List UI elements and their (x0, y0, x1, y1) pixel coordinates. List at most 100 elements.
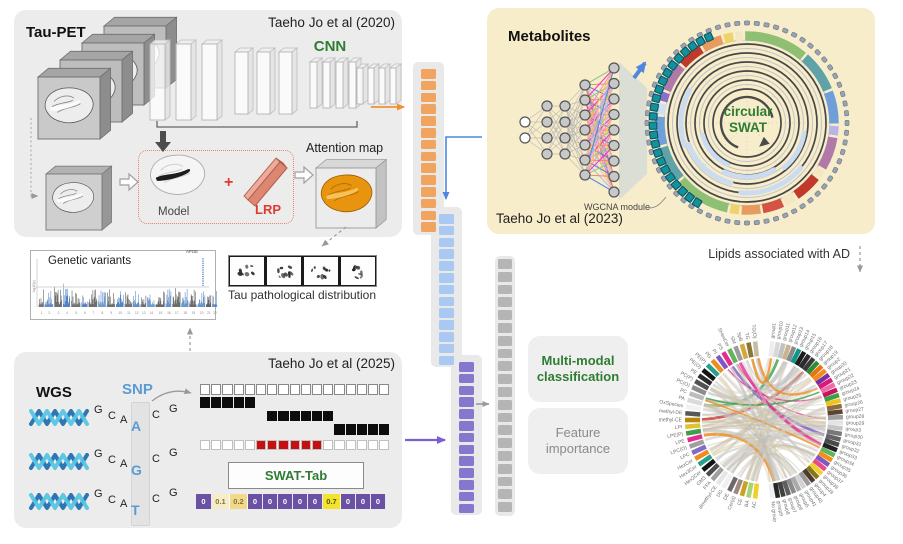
wgs-title: WGS (36, 384, 72, 401)
svg-text:9: 9 (110, 311, 112, 315)
chord-segment-label: PA (678, 395, 686, 403)
svg-text:12: 12 (135, 311, 139, 315)
dna-helix-icon (29, 493, 89, 510)
svg-text:7: 7 (92, 311, 94, 315)
chord-segment-label: LPE(P) (667, 431, 684, 440)
purple-vector-cell (458, 397, 474, 407)
svg-text:14: 14 (150, 311, 154, 315)
chord-segment-label: OxSpecies (659, 399, 684, 409)
matrix-cell (345, 384, 356, 395)
lrp-bar-icon (243, 157, 288, 207)
orange-vector-cell (420, 187, 436, 197)
lrp-label: LRP (255, 202, 281, 217)
chord-segment-label: PG (703, 351, 712, 360)
orange-vector-cell (420, 92, 436, 103)
chord-segment-label: BA (744, 499, 751, 507)
orange-vector-cell (420, 151, 436, 162)
value-cell: 0.7 (323, 494, 341, 509)
chord-segment-label: DE (722, 492, 731, 501)
chord-segment-label: methyl-DE (659, 408, 683, 416)
matrix-cell (379, 439, 390, 450)
chord-segment-label: PI (710, 348, 718, 355)
orange-vector-cell (420, 198, 436, 209)
base-letter: G (94, 488, 103, 500)
gray-vector-cell (498, 361, 512, 372)
metabolites-to-vector-arrow (442, 136, 482, 200)
value-cell: 0.1 (212, 494, 230, 509)
blue-vector-cell (438, 355, 454, 366)
chord-segment-label: TG (743, 332, 750, 340)
matrix-cell (244, 384, 255, 395)
matrix-cell (200, 439, 211, 450)
wgs-citation: Taeho Jo et al (2025) (268, 356, 395, 371)
feature-importance-box: Feature importance (528, 408, 628, 474)
orange-vector-cell (420, 116, 436, 126)
chord-segment-label: group28 (846, 414, 865, 421)
base-letter: C (108, 494, 116, 506)
chord-segment-label: group25 (843, 393, 862, 403)
gray-vector-cell (498, 297, 512, 308)
snp-allele: A (131, 418, 142, 434)
matrix-cell (356, 439, 367, 450)
value-cell: 0.2 (230, 494, 248, 509)
matrix-cell (368, 384, 379, 395)
chord-segment-label: group24 (841, 386, 861, 398)
attention-map-cube (314, 158, 388, 229)
base-letter: A (120, 458, 128, 470)
matrix-cell (300, 410, 311, 421)
svg-text:5: 5 (75, 311, 77, 315)
base-letter: G (169, 487, 178, 499)
base-letter: C (108, 454, 116, 466)
blue-vector-cell (438, 225, 454, 236)
svg-text:19: 19 (192, 311, 196, 315)
matrix-cell (379, 384, 390, 395)
gray-vector-cell (498, 259, 512, 269)
chord-segment-label: group12 (787, 324, 799, 344)
gray-vector-cell (498, 451, 512, 461)
gray-vector-cell (498, 502, 512, 512)
purple-vector-cell (458, 491, 474, 502)
circular-swat-label-line1: circular (723, 104, 773, 119)
blue-vector-cell (438, 343, 454, 354)
chord-segment-label: group31 (843, 438, 862, 448)
value-cell: 0 (248, 494, 263, 509)
matrix-cell (300, 439, 311, 450)
blue-vector-cell (438, 296, 454, 307)
blue-vector-cell (438, 320, 454, 330)
matrix-cell (312, 410, 323, 421)
matrix-cell (222, 439, 233, 450)
matrix-cell (256, 384, 267, 395)
wgcna-module-label: WGCNA module (584, 202, 651, 212)
purple-vector-cell (458, 409, 474, 419)
value-cell: 0 (196, 494, 212, 509)
apoe-label: APOE (186, 250, 199, 255)
tau-pet-title: Tau-PET (26, 24, 86, 41)
purple-vector-cell (458, 421, 474, 431)
attention-map-label: Attention map (306, 141, 384, 155)
svg-text:20: 20 (200, 311, 204, 315)
blue-vector-cell (438, 214, 454, 224)
chord-segment-label: TG(O) (750, 324, 758, 339)
gray-vector-cell (498, 387, 512, 397)
matrix-cell (222, 384, 233, 395)
orange-vector-cell (420, 139, 436, 150)
base-letter: A (120, 414, 128, 426)
chord-segment-label: LPC(O) (670, 445, 688, 456)
chord-segment-label: group26 (844, 399, 863, 408)
tau-pet-citation: Taeho Jo et al (2020) (268, 15, 395, 30)
value-cell: 0 (263, 494, 278, 509)
feature-importance-label: Feature importance (545, 424, 611, 456)
chord-segment-label: PS (715, 343, 724, 352)
chord-segment-label: No group (769, 501, 777, 522)
chord-segment-label: FFA (702, 480, 713, 491)
swat-tab-box: SWAT-Tab (228, 462, 364, 489)
base-letter: C (152, 409, 160, 421)
base-letter: C (108, 410, 116, 422)
svg-text:4: 4 (66, 311, 68, 315)
purple-vector-cell (458, 480, 474, 490)
matrix-cell (211, 397, 222, 408)
purple-vector-cell (458, 373, 474, 384)
gray-vector-cell (498, 348, 512, 359)
chord-segment-label: group9 (775, 500, 784, 517)
